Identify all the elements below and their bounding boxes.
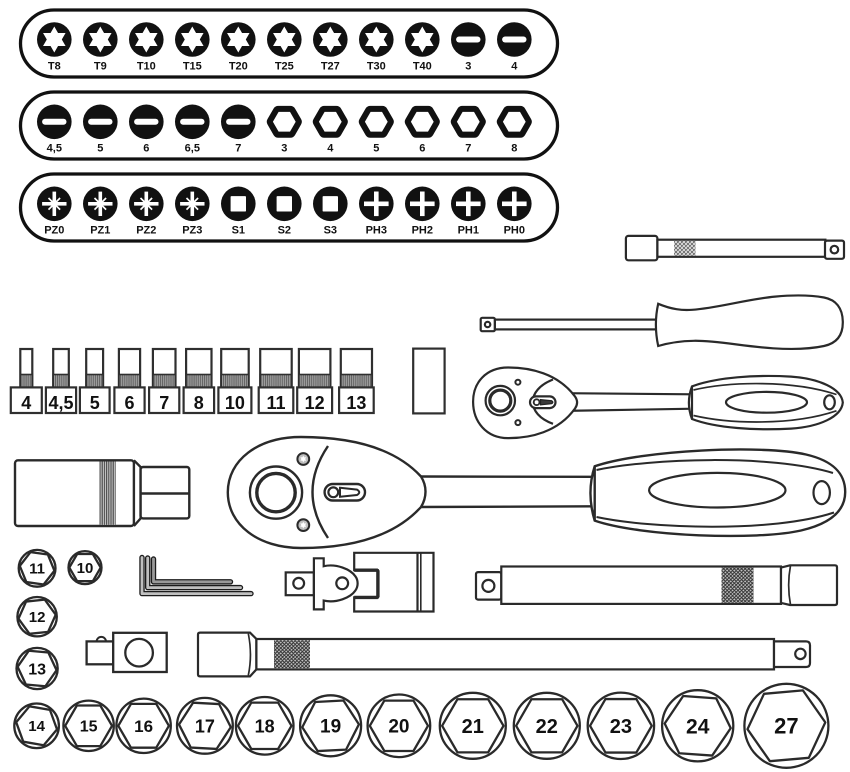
- svg-text:10: 10: [77, 560, 94, 577]
- svg-text:14: 14: [28, 718, 45, 735]
- svg-text:16: 16: [134, 717, 153, 736]
- svg-text:T9: T9: [94, 61, 107, 73]
- svg-text:PZ1: PZ1: [90, 225, 110, 237]
- svg-text:6: 6: [419, 143, 425, 155]
- svg-text:12: 12: [29, 609, 46, 626]
- svg-text:6,5: 6,5: [185, 143, 200, 155]
- svg-text:S1: S1: [232, 225, 245, 237]
- svg-text:8: 8: [194, 393, 204, 413]
- svg-text:19: 19: [320, 717, 341, 738]
- svg-text:4: 4: [511, 61, 518, 73]
- svg-text:8: 8: [511, 143, 517, 155]
- svg-text:4,5: 4,5: [47, 143, 62, 155]
- svg-text:T8: T8: [48, 61, 61, 73]
- svg-text:T40: T40: [413, 61, 432, 73]
- svg-text:24: 24: [686, 715, 710, 738]
- svg-text:21: 21: [462, 716, 484, 738]
- svg-text:S3: S3: [324, 225, 337, 237]
- svg-text:4: 4: [21, 393, 31, 413]
- svg-text:PH0: PH0: [504, 225, 525, 237]
- svg-text:T25: T25: [275, 61, 294, 73]
- svg-text:PZ0: PZ0: [44, 225, 64, 237]
- svg-text:T27: T27: [321, 61, 340, 73]
- svg-text:13: 13: [346, 393, 366, 413]
- svg-text:20: 20: [388, 717, 409, 738]
- svg-text:4,5: 4,5: [48, 393, 73, 413]
- svg-text:18: 18: [255, 716, 275, 736]
- svg-text:17: 17: [195, 716, 215, 736]
- svg-text:7: 7: [235, 143, 241, 155]
- svg-text:15: 15: [80, 719, 98, 736]
- svg-text:3: 3: [465, 61, 471, 73]
- svg-text:S2: S2: [278, 225, 291, 237]
- svg-text:27: 27: [774, 714, 798, 739]
- svg-text:11: 11: [29, 561, 45, 578]
- svg-text:PH2: PH2: [412, 225, 433, 237]
- svg-text:PZ2: PZ2: [136, 225, 156, 237]
- svg-text:6: 6: [143, 143, 149, 155]
- svg-text:7: 7: [159, 393, 169, 413]
- svg-text:PH3: PH3: [366, 225, 387, 237]
- svg-text:4: 4: [327, 143, 334, 155]
- svg-text:11: 11: [266, 393, 285, 413]
- svg-text:T30: T30: [367, 61, 386, 73]
- svg-text:5: 5: [90, 393, 100, 413]
- svg-text:5: 5: [373, 143, 379, 155]
- svg-text:6: 6: [124, 393, 134, 413]
- svg-text:T15: T15: [183, 61, 202, 73]
- svg-text:22: 22: [536, 716, 558, 738]
- svg-text:T20: T20: [229, 61, 248, 73]
- svg-text:13: 13: [28, 661, 46, 678]
- svg-text:23: 23: [610, 716, 632, 738]
- svg-text:10: 10: [225, 393, 245, 413]
- svg-text:7: 7: [465, 143, 471, 155]
- svg-text:PH1: PH1: [458, 225, 479, 237]
- svg-text:3: 3: [281, 143, 287, 155]
- svg-text:T10: T10: [137, 61, 156, 73]
- svg-text:PZ3: PZ3: [182, 225, 202, 237]
- svg-text:12: 12: [305, 393, 325, 413]
- svg-text:5: 5: [97, 143, 103, 155]
